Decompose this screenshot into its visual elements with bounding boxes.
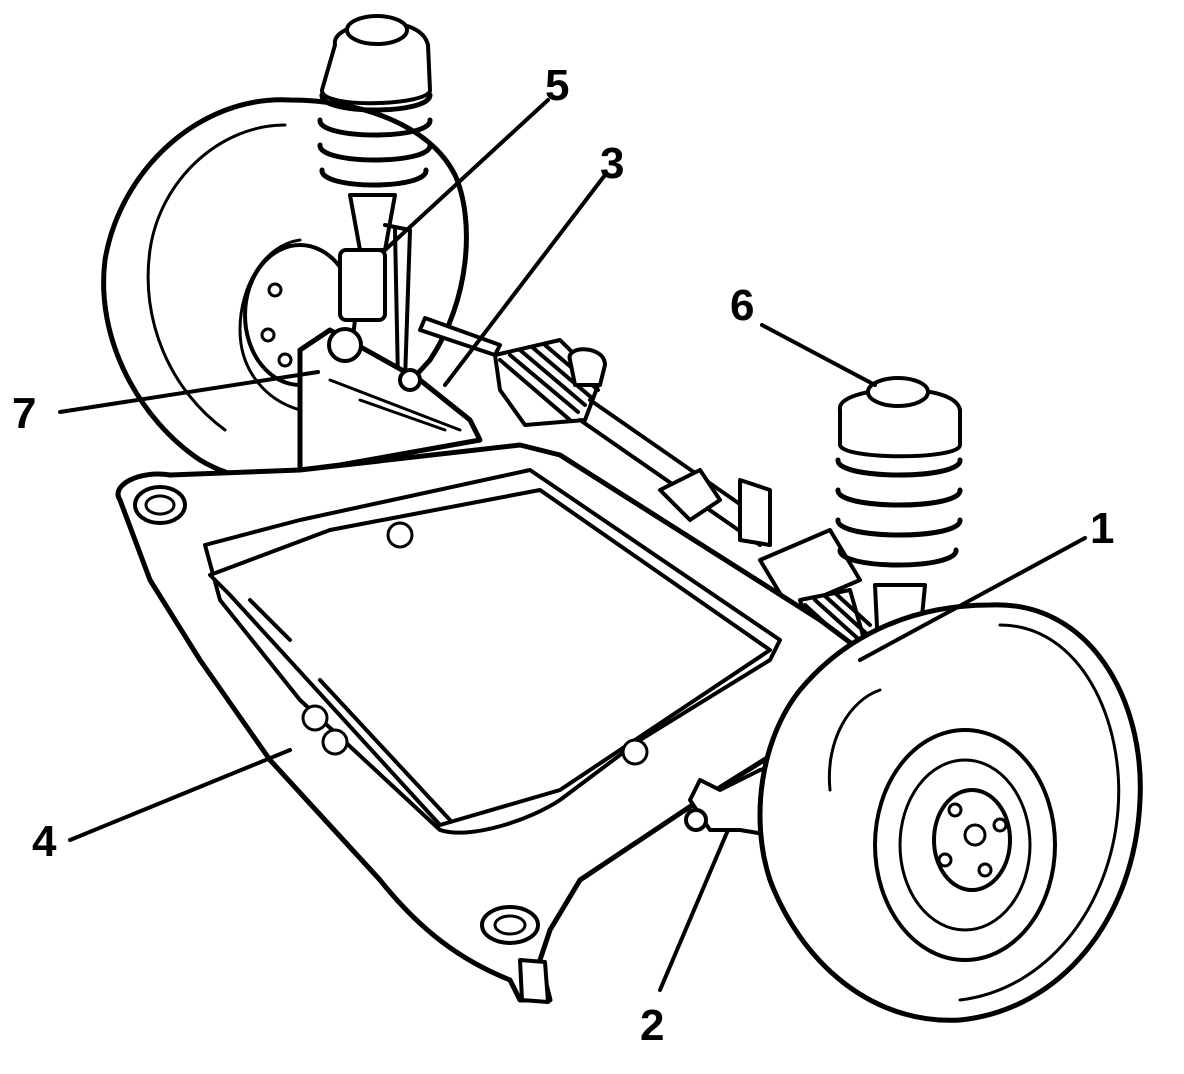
callout-5: 5: [545, 61, 569, 110]
right-wheel: [757, 602, 1143, 1023]
leader-lines: [58, 98, 1087, 992]
callout-2: 2: [640, 1001, 664, 1050]
left-strut-spring: [317, 14, 433, 382]
callout-4: 4: [32, 817, 57, 866]
leader-line-7: [58, 370, 320, 414]
leader-line-4: [68, 748, 292, 842]
callout-labels: 1 2 3 4 5 6 7: [12, 61, 1114, 1050]
callout-7: 7: [12, 389, 36, 438]
callout-1: 1: [1090, 504, 1114, 553]
callout-3: 3: [600, 139, 624, 188]
leader-line-2: [658, 828, 730, 992]
steering-rack: [418, 316, 872, 667]
callout-6: 6: [730, 281, 754, 330]
leader-line-5: [383, 98, 550, 252]
left-control-arm: [297, 327, 483, 473]
leader-line-6: [760, 323, 877, 387]
leader-line-3: [443, 173, 607, 387]
subframe: [115, 442, 863, 1004]
leader-line-1: [858, 536, 1087, 662]
